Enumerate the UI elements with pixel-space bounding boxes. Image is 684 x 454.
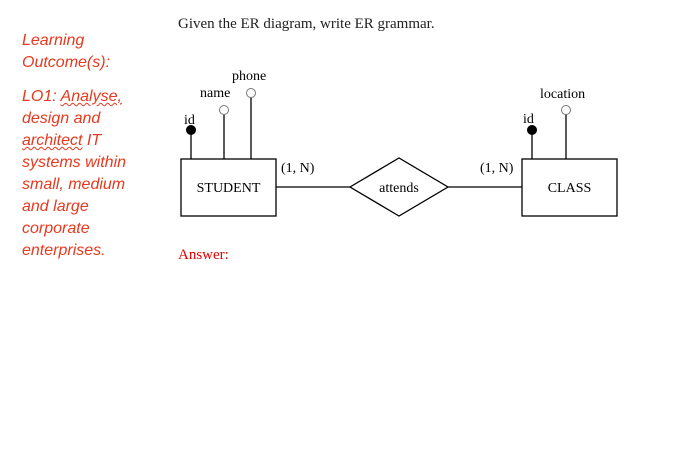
heading-line: Learning — [22, 32, 85, 49]
outcome-line: design and — [22, 110, 101, 127]
class-entity-box — [521, 158, 618, 217]
class-location-attribute-marker — [561, 105, 571, 115]
class-id-label: id — [523, 112, 534, 127]
student-name-label: name — [200, 86, 230, 101]
spellcheck-word: Analyse, — [60, 88, 122, 105]
answer-label: Answer: — [178, 247, 229, 263]
class-key-attribute-marker — [527, 125, 537, 135]
student-entity-label: STUDENT — [197, 181, 261, 196]
class-cardinality: (1, N) — [480, 161, 514, 176]
outcome-line: small, medium — [22, 176, 126, 193]
student-id-label: id — [184, 113, 195, 128]
heading-line: Outcome(s): — [22, 54, 111, 71]
learning-outcome-heading: Learning Outcome(s): — [22, 30, 157, 74]
learning-outcome-sidebar: Learning Outcome(s): LO1: Analyse, desig… — [22, 30, 157, 262]
outcome-line: enterprises. — [22, 242, 106, 259]
student-key-attribute-marker — [186, 125, 196, 135]
outcome-line: corporate — [22, 220, 90, 237]
student-name-attribute-marker — [219, 105, 229, 115]
outcome-line: and large — [22, 198, 89, 215]
learning-outcome-text: LO1: Analyse, design and architect IT sy… — [22, 86, 157, 262]
relationship-diamond — [348, 157, 450, 217]
outcome-line: architect IT — [22, 130, 157, 152]
relationship-label: attends — [379, 181, 419, 196]
outcome-line: LO1: Analyse, — [22, 86, 157, 108]
student-phone-label: phone — [232, 69, 266, 84]
lo-code: LO1: — [22, 88, 61, 105]
class-entity-label: CLASS — [548, 181, 592, 196]
class-location-label: location — [540, 87, 585, 102]
question-text: Given the ER diagram, write ER grammar. — [178, 16, 435, 32]
spellcheck-word: architect — [22, 132, 83, 149]
outcome-text-rest: IT — [82, 132, 102, 149]
student-cardinality: (1, N) — [281, 161, 315, 176]
student-phone-attribute-marker — [246, 88, 256, 98]
outcome-line: systems within — [22, 154, 127, 171]
